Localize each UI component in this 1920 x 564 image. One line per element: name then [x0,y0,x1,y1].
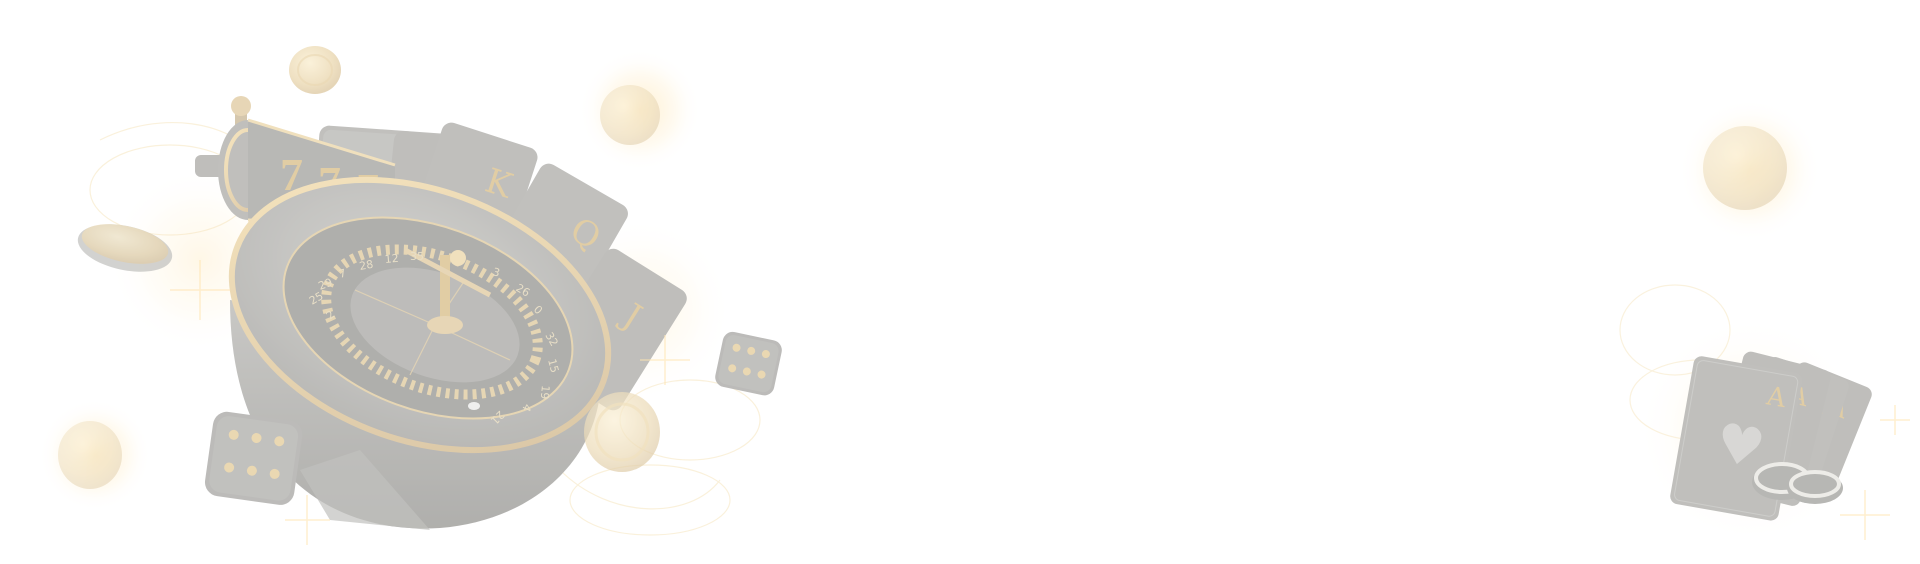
svg-text:7: 7 [280,149,303,200]
svg-text:4: 4 [519,402,534,414]
svg-text:15: 15 [545,357,561,374]
svg-text:12: 12 [384,252,399,266]
sparkle-effect [1840,405,1910,540]
svg-text:28: 28 [358,258,374,273]
sparkle-effect [170,260,690,545]
coin-icon [1703,126,1787,210]
coin-icon [58,421,122,489]
svg-text:3: 3 [491,265,501,279]
coin-icon [77,224,173,272]
poker-chip-icon [584,392,660,472]
roulette-wheel: 29 7 28 12 35 3 26 0 32 15 19 4 21 2 25 [228,176,612,530]
svg-text:29: 29 [317,276,335,293]
svg-text:26: 26 [514,281,533,299]
dice-icon [715,331,782,396]
svg-text:7: 7 [337,267,347,281]
svg-text:25: 25 [307,289,326,307]
roulette-numbers: 29 7 28 12 35 3 26 0 32 15 19 4 21 2 25 [307,250,561,427]
coin-icon [600,85,660,145]
svg-text:32: 32 [542,330,560,349]
dice-icon [204,411,303,505]
poker-chip-icon [1787,470,1843,504]
roulette-ball [468,402,480,410]
coin-icon [289,46,341,94]
svg-text:35: 35 [410,250,424,263]
svg-text:19: 19 [538,385,552,400]
